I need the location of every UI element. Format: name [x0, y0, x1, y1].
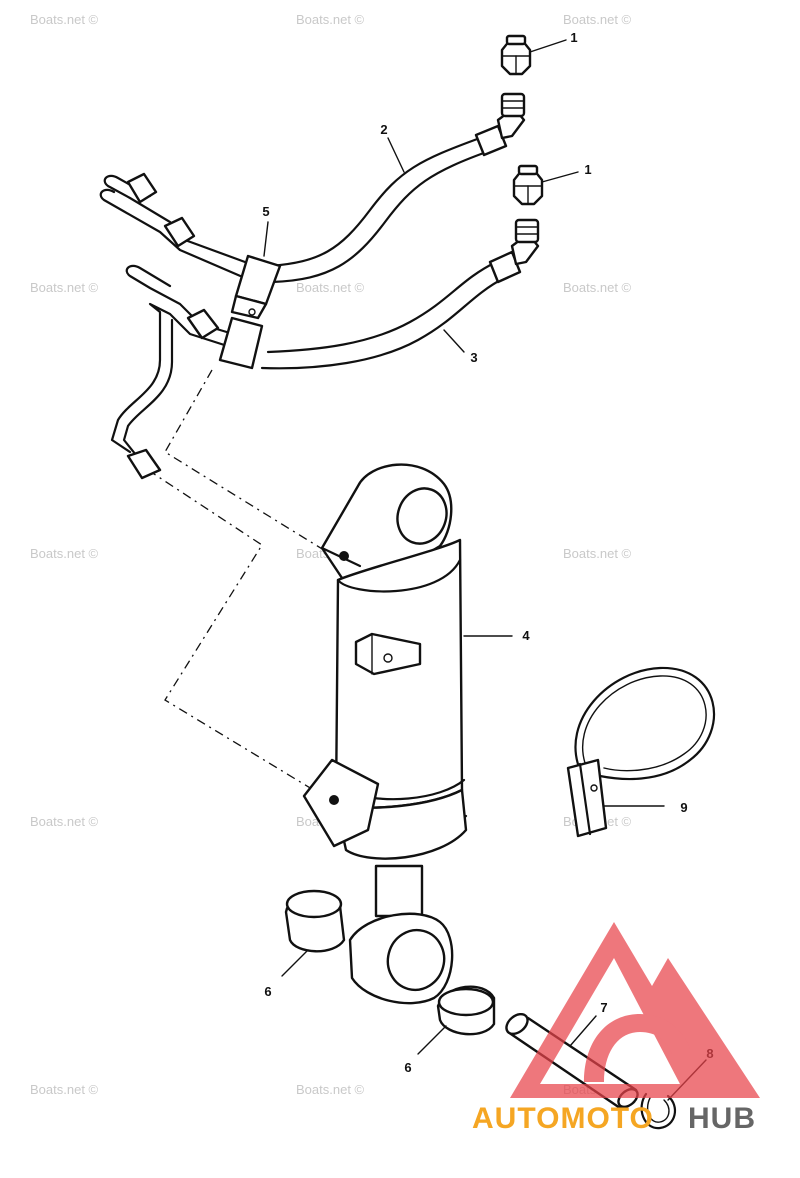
callout-6-left: 6	[264, 984, 271, 999]
part-6-bushing-right	[436, 985, 496, 1036]
callout-5: 5	[262, 204, 269, 219]
callout-4: 4	[522, 628, 530, 643]
alignment-line-lower	[147, 469, 331, 801]
callout-2: 2	[380, 122, 387, 137]
watermark: Boats.net ©	[563, 280, 632, 295]
watermark: Boats.net ©	[30, 814, 99, 829]
watermark: Boats.net ©	[563, 12, 632, 27]
automotohub-logo: AUTOMOTO HUB	[472, 922, 760, 1135]
watermark: Boats.net ©	[30, 280, 99, 295]
callout-1-lower: 1	[584, 162, 591, 177]
metal-tubes	[99, 172, 247, 480]
watermark: Boats.net ©	[30, 1082, 99, 1097]
callout-1-upper: 1	[570, 30, 577, 45]
part-5-clamp	[218, 254, 282, 370]
watermark: Boats.net ©	[296, 12, 365, 27]
watermark: Boats.net ©	[563, 546, 632, 561]
watermark: Boats.net ©	[296, 1082, 365, 1097]
watermark: Boats.net ©	[30, 12, 99, 27]
watermark: Boats.net ©	[30, 546, 99, 561]
part-1-plug-upper	[500, 34, 532, 76]
callout-7: 7	[600, 1000, 607, 1015]
part-8-snap-ring	[640, 1092, 677, 1130]
part-4-hydraulic-cylinder	[302, 463, 468, 1005]
brand-text-secondary: HUB	[688, 1102, 756, 1135]
part-6-bushing-left	[284, 889, 346, 953]
part-9-cable-tie	[566, 666, 715, 838]
part-1-plug-lower	[512, 164, 544, 206]
part-3-lower-hose	[260, 218, 540, 370]
watermark: Boats.net ©	[296, 280, 365, 295]
callout-9: 9	[680, 800, 687, 815]
callout-3: 3	[470, 350, 477, 365]
logo-triangle-mark	[510, 922, 760, 1098]
callout-6-right: 6	[404, 1060, 411, 1075]
brand-text-primary: AUTOMOTO	[472, 1102, 654, 1135]
part-2-upper-hose	[268, 92, 526, 284]
callouts: 1 1 2 3 4 5 6 6 7 8 9	[262, 30, 713, 1075]
alignment-line-upper	[164, 369, 341, 561]
